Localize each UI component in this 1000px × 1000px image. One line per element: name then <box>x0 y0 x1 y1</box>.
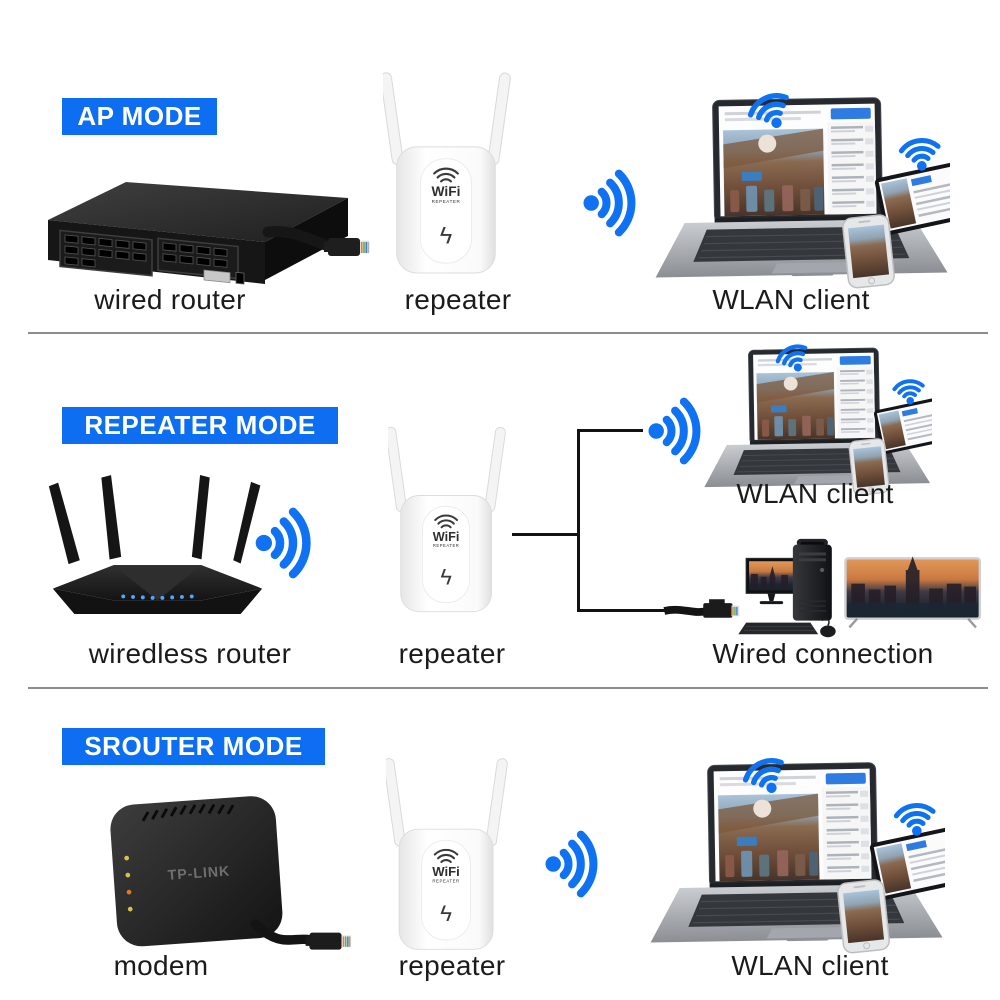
caption-wired-connection: Wired connection <box>712 638 934 669</box>
section-divider <box>28 332 988 334</box>
wifi-signal-icon <box>580 167 650 239</box>
wired-connection-illustration <box>663 538 982 638</box>
srouter-mode-badge-label: SROUTER MODE <box>84 731 303 761</box>
repeater-logo-text: WiFi <box>433 530 460 544</box>
repeater-logo-text: WiFi <box>432 184 461 199</box>
wifi-signal-icon <box>542 828 612 900</box>
srouter-mode-badge: SROUTER MODE <box>62 728 325 765</box>
caption-repeater-3: repeater <box>398 950 506 981</box>
wifi-signal-icon <box>252 506 326 580</box>
section-divider <box>28 687 988 689</box>
repeater-logo-subtext: REPEATER <box>432 199 461 204</box>
modem-leds <box>124 855 133 912</box>
lightning-bolt-icon: ϟ <box>440 901 452 926</box>
router-leds <box>121 594 194 600</box>
connector-line-bottom <box>577 609 671 612</box>
repeater-illustration: WiFi REPEATER ϟ <box>386 758 508 950</box>
wifi-arcs-icon <box>433 167 459 183</box>
wifi-arcs-icon <box>434 514 458 529</box>
tablet <box>874 160 950 235</box>
wlan-client-illustration <box>650 750 945 954</box>
caption-wiredless-router: wiredless router <box>88 638 292 669</box>
lightning-bolt-icon: ϟ <box>440 564 452 589</box>
caption-modem: modem <box>113 950 209 981</box>
caption-wired-router: wired router <box>94 284 246 315</box>
wired-router-illustration <box>48 182 370 285</box>
caption-repeater-2: repeater <box>398 638 506 669</box>
repeater-logo-text: WiFi <box>432 864 460 879</box>
smartphone <box>848 438 890 496</box>
connector-line-vertical <box>577 429 580 612</box>
wlan-client-illustration <box>704 338 932 496</box>
connector-line-top <box>577 429 643 432</box>
modem-brand-label: TP-LINK <box>167 864 231 884</box>
ap-mode-badge-label: AP MODE <box>77 101 202 131</box>
smartphone <box>837 879 890 954</box>
wlan-client-illustration <box>655 85 950 289</box>
wireless-router-illustration <box>48 475 263 615</box>
caption-wlan-client-2: WLAN client <box>736 478 894 509</box>
repeater-mode-badge-label: REPEATER MODE <box>84 410 316 440</box>
repeater-illustration: WiFi REPEATER ϟ <box>383 72 511 274</box>
smartphone <box>842 214 895 289</box>
connector-line-stub <box>512 533 579 536</box>
caption-wlan-client-3: WLAN client <box>731 950 889 981</box>
repeater-mode-badge: REPEATER MODE <box>62 407 338 444</box>
caption-repeater-1: repeater <box>404 284 512 315</box>
caption-wlan-client-1: WLAN client <box>712 284 870 315</box>
tablet <box>869 825 945 900</box>
repeater-logo-subtext: REPEATER <box>432 879 459 884</box>
repeater-illustration: WiFi REPEATER ϟ <box>388 426 506 613</box>
wifi-arcs-icon <box>433 848 459 864</box>
modem-illustration: TP-LINK <box>110 796 352 950</box>
ap-mode-badge: AP MODE <box>62 98 217 135</box>
tablet <box>873 396 932 455</box>
lightning-bolt-icon: ϟ <box>440 223 453 249</box>
repeater-logo-subtext: REPEATER <box>433 543 459 548</box>
